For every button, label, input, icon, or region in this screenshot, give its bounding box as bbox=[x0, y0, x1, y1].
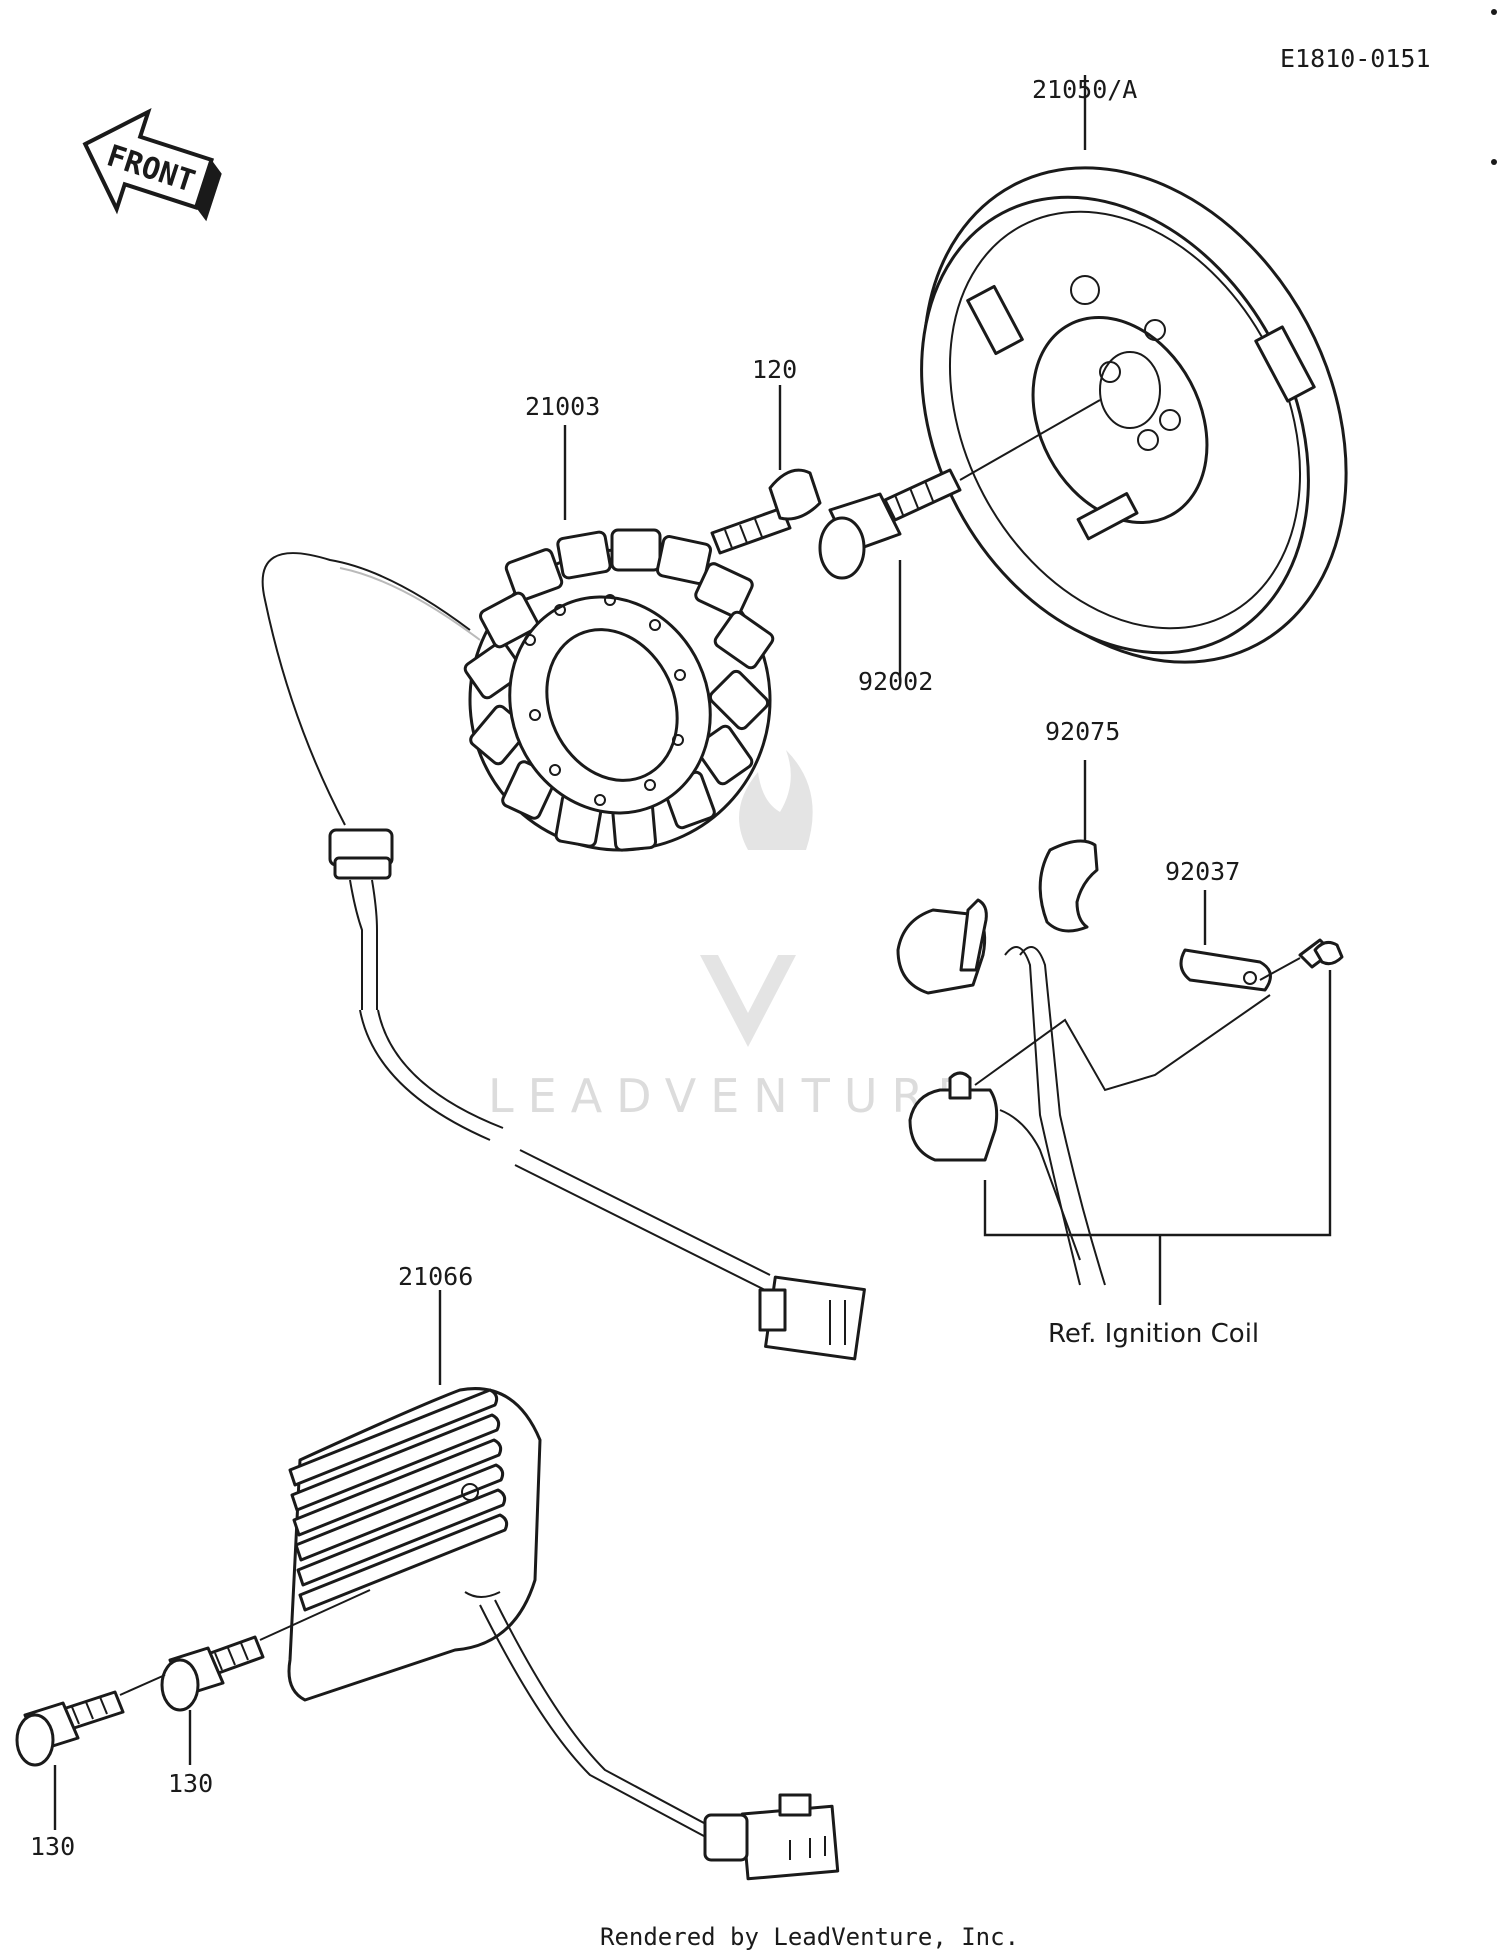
footer-credit: Rendered by LeadVenture, Inc. bbox=[600, 1923, 1019, 1951]
callout-ignition-coil: Ref. Ignition Coil bbox=[1048, 1319, 1259, 1349]
stator-bolt bbox=[710, 468, 822, 555]
callout-pickup-grommet: 92075 bbox=[1045, 717, 1120, 746]
regulator-bolt-upper bbox=[160, 1635, 265, 1712]
regulator-bolt-lower bbox=[15, 1690, 125, 1767]
flywheel-bolt bbox=[818, 468, 962, 580]
edge-mark bbox=[1491, 159, 1497, 165]
callout-pickup-plate: 92037 bbox=[1165, 857, 1240, 886]
callout-flywheel: 21050/A bbox=[1032, 75, 1137, 104]
front-arrow-icon: FRONT bbox=[82, 108, 222, 222]
callout-regulator: 21066 bbox=[398, 1262, 473, 1291]
pickup-plate bbox=[1179, 938, 1344, 992]
watermark: LEADVENTURE bbox=[488, 750, 981, 1123]
pickup-grommet bbox=[1038, 839, 1099, 933]
watermark-text: LEADVENTURE bbox=[488, 1069, 981, 1123]
callout-stator: 21003 bbox=[525, 392, 600, 421]
regulator-fins bbox=[288, 1388, 509, 1612]
reference-code: E1810-0151 bbox=[1280, 44, 1431, 73]
callout-regulator-bolt-lower: 130 bbox=[30, 1832, 75, 1861]
callout-regulator-bolt-upper: 130 bbox=[168, 1769, 213, 1798]
flywheel-rotor bbox=[920, 166, 1348, 664]
callout-stator-bolt: 120 bbox=[752, 355, 797, 384]
edge-mark bbox=[1491, 9, 1497, 15]
ignition-pickup-coil bbox=[896, 898, 1271, 1286]
stator-coil bbox=[463, 528, 775, 852]
regulator-rectifier bbox=[287, 1387, 840, 1881]
stator-harness bbox=[261, 552, 866, 1361]
callout-flywheel-bolt: 92002 bbox=[858, 667, 933, 696]
